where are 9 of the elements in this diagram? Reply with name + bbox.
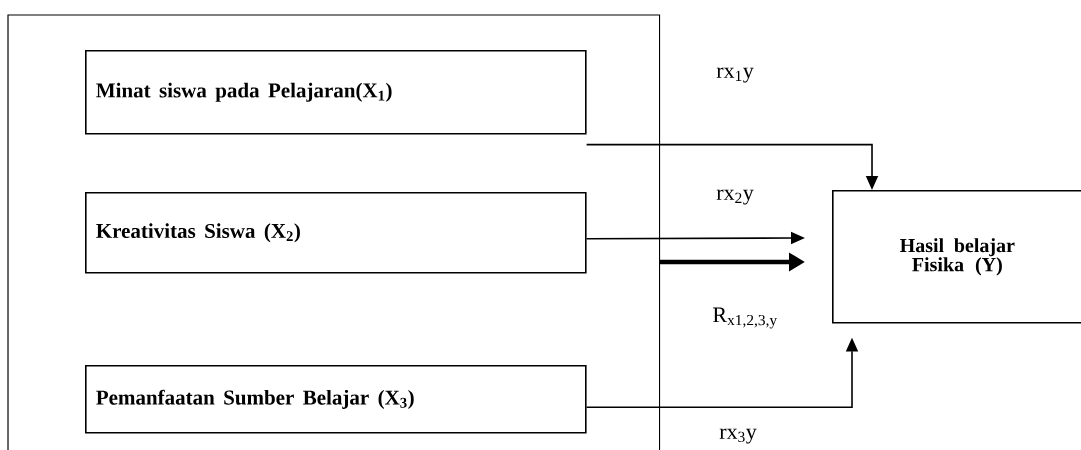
process-box: Hasil belajar Fisika (Y) [832,190,1081,324]
process-box: Minat siswa pada Pelajaran(X$_{1}$) [85,50,587,135]
process-box: Kreativitas Siswa (X$_{2}$) [85,192,587,274]
frame-box [7,14,661,450]
path-label: rx$_{1}$y [716,67,754,83]
path-label: R$_{x1,2,3,y}$ [713,307,778,329]
path-label: rx$_{3}$y [719,428,757,444]
process-box: Pemanfaatan Sumber Belajar (X$_{3}$) [85,365,587,434]
path-label: rx$_{2}$y [716,189,754,205]
